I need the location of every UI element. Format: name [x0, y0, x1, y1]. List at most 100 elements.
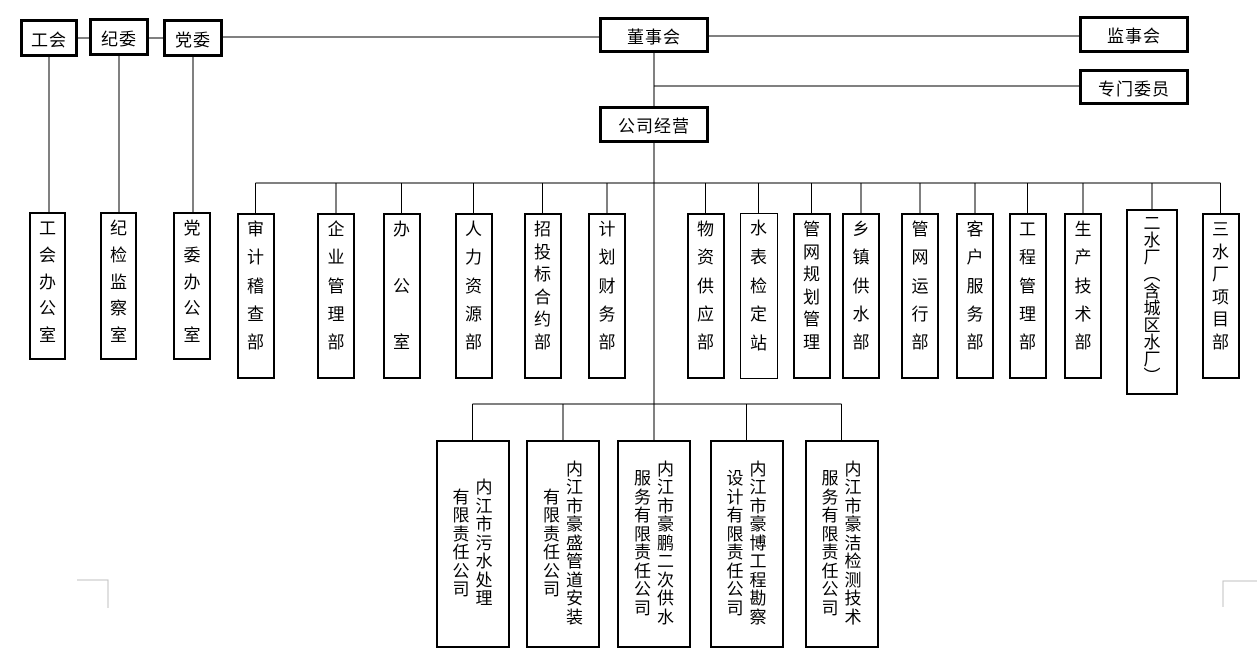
char: 水	[1143, 333, 1161, 352]
char: 术	[844, 607, 862, 627]
department-box: 三水厂项目部	[1201, 213, 1240, 379]
char: 生	[1074, 220, 1092, 239]
char: 有	[452, 487, 470, 507]
char: 江	[749, 478, 767, 498]
char: 客	[966, 220, 984, 239]
char: 理	[475, 589, 493, 609]
subsidiary-box: 内江市豪盛管道安装有限责任公司	[526, 440, 600, 648]
char: 公	[543, 561, 560, 581]
char: 户	[966, 248, 984, 268]
char: 会	[39, 245, 56, 265]
char: 委	[183, 245, 201, 265]
char: 审	[247, 220, 264, 239]
char: 道	[566, 570, 583, 590]
char: 办	[393, 220, 410, 239]
char: 洁	[844, 533, 862, 553]
char: 运	[911, 276, 929, 296]
department-box: 物资供应部	[686, 213, 725, 379]
char: 内	[657, 459, 674, 479]
department-box: 招投标合约部	[523, 213, 562, 379]
char: 项	[1212, 287, 1229, 307]
char: 理	[327, 304, 345, 324]
char: 二	[657, 552, 674, 572]
char: 内	[566, 459, 583, 479]
char: 工	[749, 552, 767, 572]
char: 部	[1212, 332, 1229, 352]
node-label: 党委	[175, 30, 211, 50]
department-box: 二水厂︵含城区水厂︶	[1126, 209, 1178, 395]
office-box: 纪检监察室	[100, 212, 137, 360]
char: 江	[844, 478, 862, 498]
char: 资	[697, 248, 714, 268]
char: 城	[1143, 299, 1161, 318]
char: 察	[110, 299, 127, 319]
char: 区	[1143, 316, 1161, 335]
char: 装	[566, 607, 583, 627]
char: 水	[1143, 231, 1161, 250]
char: 管	[803, 220, 820, 239]
char: 任	[821, 561, 839, 581]
char: 部	[966, 333, 984, 352]
char: 程	[749, 570, 767, 590]
char: 力	[465, 248, 482, 268]
char: 部	[247, 333, 264, 352]
char: 投	[534, 242, 551, 262]
char: 部	[534, 332, 551, 352]
char: 二	[1143, 214, 1161, 233]
char: 厂	[1143, 350, 1161, 369]
char: 管	[911, 220, 929, 239]
subsidiary-box: 内江市豪鹏二次供水服务有限责任公司	[617, 440, 691, 648]
char: 水	[475, 552, 493, 572]
char: 服	[634, 469, 651, 488]
char: 工	[1019, 220, 1036, 239]
name-column-2: 有限责任公司	[452, 487, 470, 600]
char: 三	[1212, 220, 1229, 239]
char: 企	[327, 220, 345, 239]
char: 内	[475, 478, 493, 498]
char: 公	[393, 276, 410, 296]
char: 市	[475, 515, 493, 535]
char: 网	[803, 242, 820, 262]
char: 源	[465, 304, 482, 324]
department-box: 办公室	[382, 213, 421, 379]
char: 计	[247, 248, 264, 268]
char: 安	[566, 589, 583, 609]
char: 理	[1019, 304, 1036, 324]
char: 检	[750, 276, 767, 296]
char: 司	[543, 580, 560, 599]
char: 豪	[844, 515, 862, 535]
char: 网	[911, 248, 929, 268]
name-column-1: 内江市豪洁检测技术	[844, 459, 862, 628]
char: 部	[697, 333, 714, 352]
char: 目	[1212, 310, 1229, 330]
char: 管	[327, 276, 345, 296]
char: 党	[183, 219, 201, 238]
char: 部	[1019, 333, 1036, 352]
char: 稽	[247, 276, 264, 296]
char: 市	[657, 496, 674, 516]
char: 司	[452, 580, 470, 599]
char: 财	[598, 276, 616, 296]
char: 务	[598, 304, 616, 324]
char: 责	[452, 524, 470, 544]
subsidiary-box: 内江市污水处理有限责任公司	[435, 440, 510, 648]
char: 内	[844, 459, 862, 479]
name-column-1: 内江市污水处理	[476, 479, 493, 609]
node-label: 公司经营	[618, 117, 690, 136]
department-box: 人力资源部	[454, 213, 493, 379]
node-label: 专门委员	[1098, 79, 1170, 99]
char: 江	[566, 478, 583, 498]
char: 技	[1074, 276, 1092, 296]
char: 博	[749, 533, 767, 553]
char: 室	[110, 326, 127, 345]
department-box: 客户服务部	[956, 213, 994, 379]
char: 部	[598, 333, 616, 352]
char: 定	[750, 305, 767, 325]
char: 任	[726, 561, 744, 581]
name-column-2: 有限责任公司	[543, 488, 560, 600]
char: 办	[183, 272, 201, 292]
char: 部	[327, 333, 345, 352]
char: 供	[697, 276, 714, 296]
department-box: 管网规划管理	[792, 213, 831, 379]
